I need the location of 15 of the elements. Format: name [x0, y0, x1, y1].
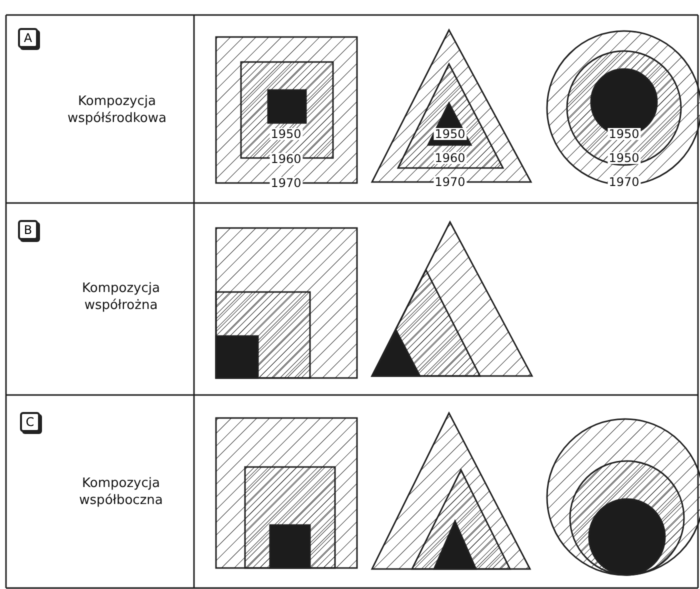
year-label: 1970	[270, 177, 302, 189]
year-label: 1950	[608, 128, 640, 140]
row-label: Kompozycja współboczna	[78, 475, 164, 509]
year-label: 1950	[608, 152, 640, 164]
row-label: Kompozycja współrożna	[81, 280, 161, 314]
letter-badge: C	[20, 412, 40, 432]
year-label: 1950	[270, 128, 302, 140]
letter-badge: B	[18, 220, 38, 240]
year-label: 1960	[434, 152, 466, 164]
year-label: 1970	[608, 176, 640, 188]
year-label: 1960	[270, 153, 302, 165]
year-label: 1950	[434, 128, 466, 140]
letter-badge: A	[18, 28, 38, 48]
year-label: 1970	[434, 176, 466, 188]
row-label: Kompozycja współśrodkowa	[66, 93, 168, 127]
